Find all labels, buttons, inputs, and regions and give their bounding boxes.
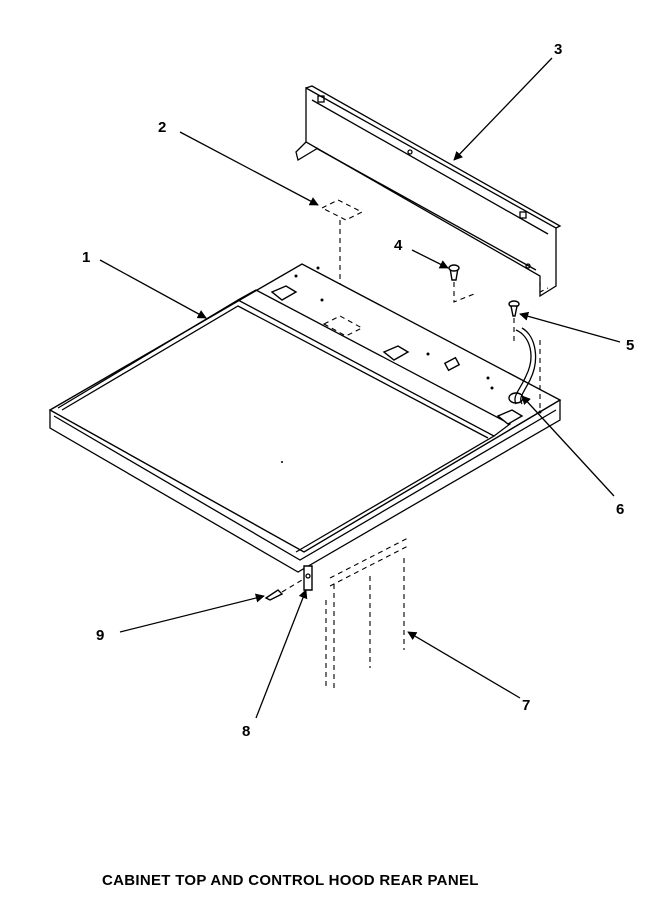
screw-9 (264, 579, 303, 601)
clip-8 (303, 565, 313, 591)
callout-3: 3 (554, 41, 562, 58)
callout-5: 5 (626, 337, 634, 354)
callout-8: 8 (242, 723, 250, 740)
leader-lines (99, 57, 621, 719)
cabinet-top (48, 263, 562, 573)
callout-6: 6 (616, 501, 624, 518)
control-hood-rear-panel (295, 85, 562, 298)
diagram-caption: CABINET TOP AND CONTROL HOOD REAR PANEL (102, 872, 479, 889)
callout-1: 1 (82, 249, 90, 266)
callout-4: 4 (394, 237, 403, 254)
rear-support-panel (325, 537, 409, 690)
callout-2: 2 (158, 119, 166, 136)
callout-labels: 1 2 3 4 5 6 7 8 9 (82, 41, 634, 740)
callout-7: 7 (522, 697, 530, 714)
callout-9: 9 (96, 627, 104, 644)
hinge-bracket (514, 327, 541, 408)
screw-4 (448, 264, 475, 303)
screw-5 (508, 300, 520, 344)
